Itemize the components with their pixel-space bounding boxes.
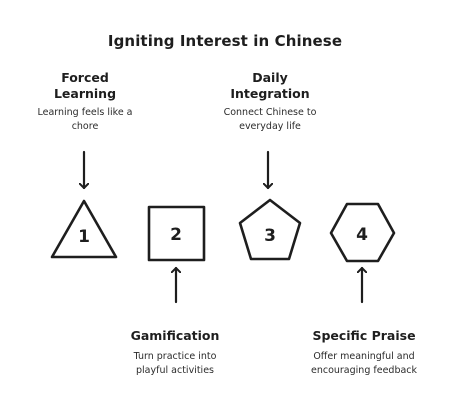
square-shape: [147, 205, 206, 262]
hexagon-shape: [329, 202, 396, 263]
step-1-title-line-1: Forced: [61, 70, 109, 85]
step-4-description-line-2: encouraging feedback: [310, 365, 418, 376]
step-3-description-line-1: Connect Chinese to: [223, 107, 317, 118]
step-2-node: 2: [147, 205, 206, 262]
step-3-description-line-2: everyday life: [239, 121, 301, 132]
step-4-description: Offer meaningful and encouraging feedbac…: [292, 350, 436, 378]
step-2-number: 2: [170, 225, 182, 245]
step-1-description-line-1: Learning feels like a: [37, 107, 133, 118]
pentagon-shape: [238, 198, 302, 261]
diagram-title: Igniting Interest in Chinese: [107, 32, 343, 50]
step-3-number: 3: [264, 226, 276, 246]
step-1-description-line-2: chore: [71, 121, 99, 132]
step-2-description-line-1: Turn practice into: [133, 351, 217, 362]
triangle-shape: [50, 199, 118, 259]
step-2-description-line-2: playful activities: [136, 365, 214, 376]
step-1-title-line-2: Learning: [53, 86, 117, 101]
step-4-number: 4: [356, 225, 368, 245]
step-4-title: Specific Praise: [312, 328, 416, 343]
step-3-description: Connect Chinese to everyday life: [200, 106, 340, 134]
step-4-description-line-1: Offer meaningful and: [313, 351, 415, 362]
step-3-title-line-2: Integration: [230, 86, 310, 101]
step-1-title: Forced Learning: [33, 70, 137, 102]
step-1-node: 1: [50, 199, 118, 259]
step-2-title: Gamification: [130, 328, 220, 343]
step-3-title: Daily Integration: [215, 70, 325, 102]
step-1-description: Learning feels like a chore: [18, 106, 152, 134]
step-3-title-line-1: Daily: [252, 70, 288, 85]
step-1-number: 1: [78, 227, 90, 247]
step-2-description: Turn practice into playful activities: [106, 350, 244, 378]
step-4-node: 4: [329, 202, 396, 263]
step-3-node: 3: [238, 198, 302, 261]
